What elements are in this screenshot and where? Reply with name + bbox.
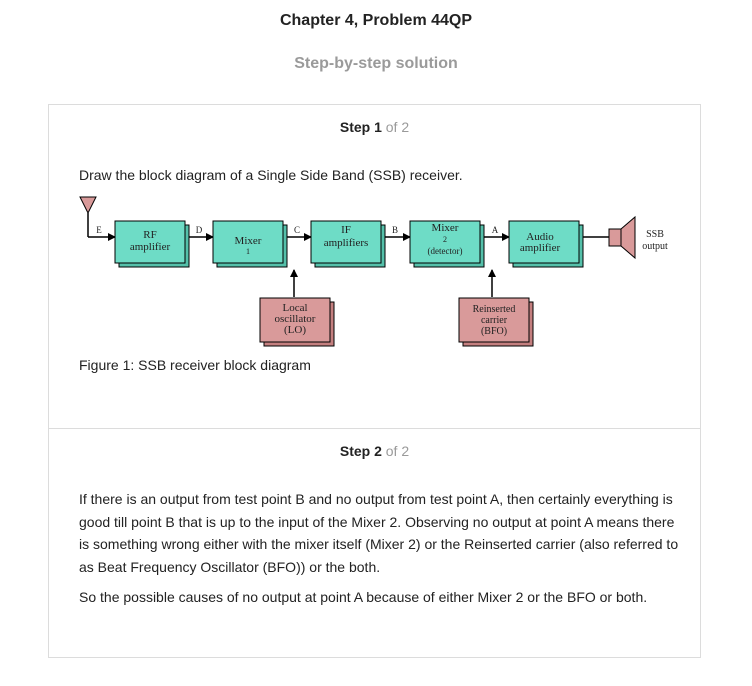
page-title: Chapter 4, Problem 44QP [279,12,473,29]
svg-text:amplifier: amplifier [130,241,171,253]
ssb-receiver-diagram: E D C B A RF amplifier Mixer 1 IF amplif… [79,196,668,347]
step-2-paragraph-2: So the possible causes of no output at p… [79,589,648,605]
speaker-icon [608,215,636,260]
svg-text:(LO): (LO) [284,324,306,336]
svg-text:carrier: carrier [481,315,508,326]
svg-text:(detector): (detector) [428,246,463,256]
step-1-label: Step 1 [339,119,382,135]
step-2-label: Step 2 [339,443,382,459]
antenna-icon [79,196,97,237]
reinserted-carrier-block: Reinserted carrier (BFO) [458,297,534,347]
step-divider [49,428,700,429]
step-2-header: Step 2 of 2 [49,443,700,459]
ssb-output-label-2: output [642,241,668,252]
svg-text:amplifier: amplifier [520,242,561,254]
svg-text:Audio: Audio [526,231,554,243]
ssb-output-label: SSB [646,229,664,240]
signal-lines [88,233,609,297]
svg-text:oscillator: oscillator [275,313,316,325]
local-oscillator-block: Local oscillator (LO) [259,297,335,347]
svg-text:amplifiers: amplifiers [324,237,369,249]
step-2-paragraph-1: If there is an output from test point B … [79,491,679,575]
test-point-e: E [96,225,102,235]
svg-text:2: 2 [443,235,447,244]
svg-text:Local: Local [282,302,307,314]
svg-text:(BFO): (BFO) [481,326,507,337]
test-point-c: C [294,225,300,235]
if-amplifiers-block: IF amplifiers [310,220,386,268]
test-point-d: D [196,225,203,235]
test-point-a: A [492,225,499,235]
mixer-1-block: Mixer 1 [212,220,288,268]
svg-text:IF: IF [341,224,351,236]
svg-text:RF: RF [143,229,156,241]
step-1-intro: Draw the block diagram of a Single Side … [79,167,463,183]
solution-card: Step 1 of 2 Draw the block diagram of a … [48,104,701,658]
step-1-count: of 2 [385,119,410,135]
page-subtitle: Step-by-step solution [294,55,458,72]
mixer-2-detector-block: Mixer 2 (detector) [409,220,485,268]
step-2-count: of 2 [385,443,410,459]
svg-text:1: 1 [246,247,250,256]
svg-text:Mixer: Mixer [235,235,262,247]
step-1-header: Step 1 of 2 [49,119,700,135]
svg-text:Mixer: Mixer [432,222,459,234]
audio-amplifier-block: Audio amplifier [508,220,584,268]
figure-caption: Figure 1: SSB receiver block diagram [79,357,311,373]
test-point-b: B [392,225,398,235]
rf-amplifier-block: RF amplifier [114,220,190,268]
svg-text:Reinserted: Reinserted [473,304,516,315]
